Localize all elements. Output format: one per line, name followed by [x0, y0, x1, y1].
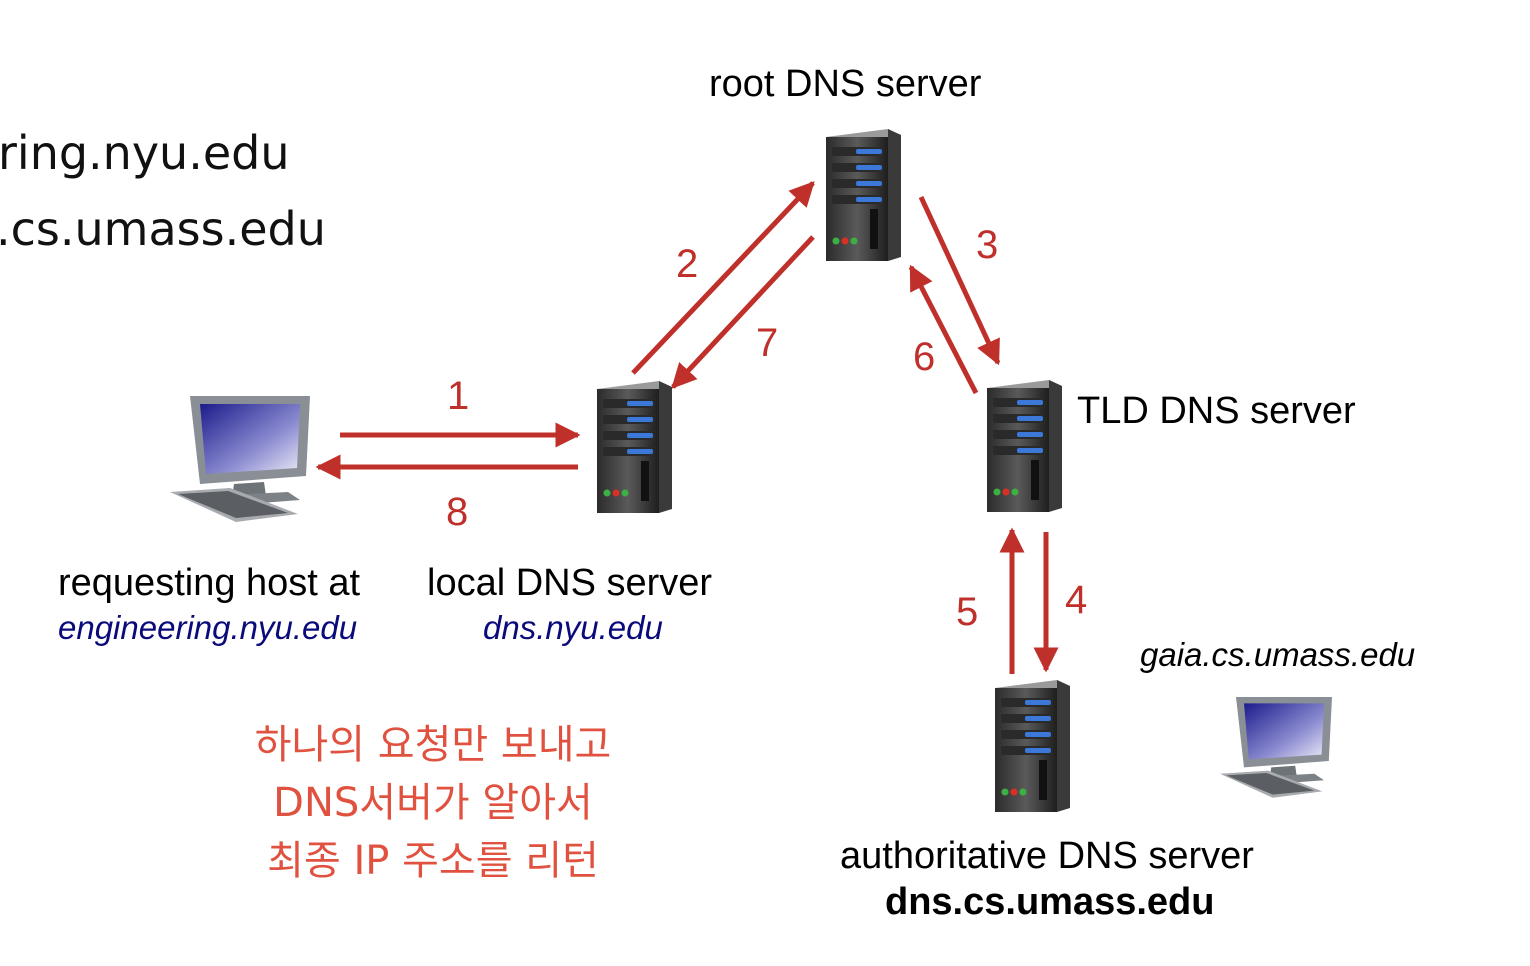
requesting-host-label: requesting host at [58, 562, 361, 604]
arrow-step-6 [908, 264, 979, 395]
step-label-8: 8 [446, 490, 469, 534]
requesting-host-icon [170, 396, 310, 522]
tld-server-label: TLD DNS server [1077, 390, 1356, 432]
authoritative-server-domain: dns.cs.umass.edu [885, 881, 1215, 923]
step-label-1: 1 [447, 374, 470, 418]
step-label-6: 6 [913, 335, 936, 379]
local-server-icon [597, 381, 672, 513]
step-label-5: 5 [956, 590, 979, 634]
note-line-2: DNS서버가 알아서 [273, 780, 593, 826]
local-server-label: local DNS server [427, 562, 713, 604]
note-line-3: 최종 IP 주소를 리턴 [267, 838, 599, 884]
cutoff-text-line2: .cs.umass.edu [0, 202, 326, 256]
arrow-step-3 [918, 195, 1001, 366]
root-server-label: root DNS server [709, 63, 982, 105]
local-server-domain: dns.nyu.edu [483, 609, 663, 646]
step-label-7: 7 [756, 321, 779, 365]
tld-server-icon [987, 380, 1062, 512]
cutoff-text-line1: ring.nyu.edu [0, 126, 290, 180]
note-text: 하나의 요청만 보내고 DNS서버가 알아서 최종 IP 주소를 리턴 [210, 716, 656, 890]
root-server-icon [826, 129, 901, 261]
target-host-domain: gaia.cs.umass.edu [1140, 636, 1416, 673]
requesting-host-domain: engineering.nyu.edu [58, 609, 358, 646]
arrow-step-2 [631, 181, 815, 375]
target-host-icon [1220, 697, 1332, 798]
step-label-3: 3 [976, 223, 999, 267]
step-label-2: 2 [676, 242, 699, 286]
arrow-step-7 [671, 235, 815, 389]
authoritative-server-icon [995, 680, 1070, 812]
note-line-1: 하나의 요청만 보내고 [254, 722, 612, 768]
step-label-4: 4 [1065, 578, 1088, 622]
authoritative-server-label: authoritative DNS server [840, 835, 1254, 877]
